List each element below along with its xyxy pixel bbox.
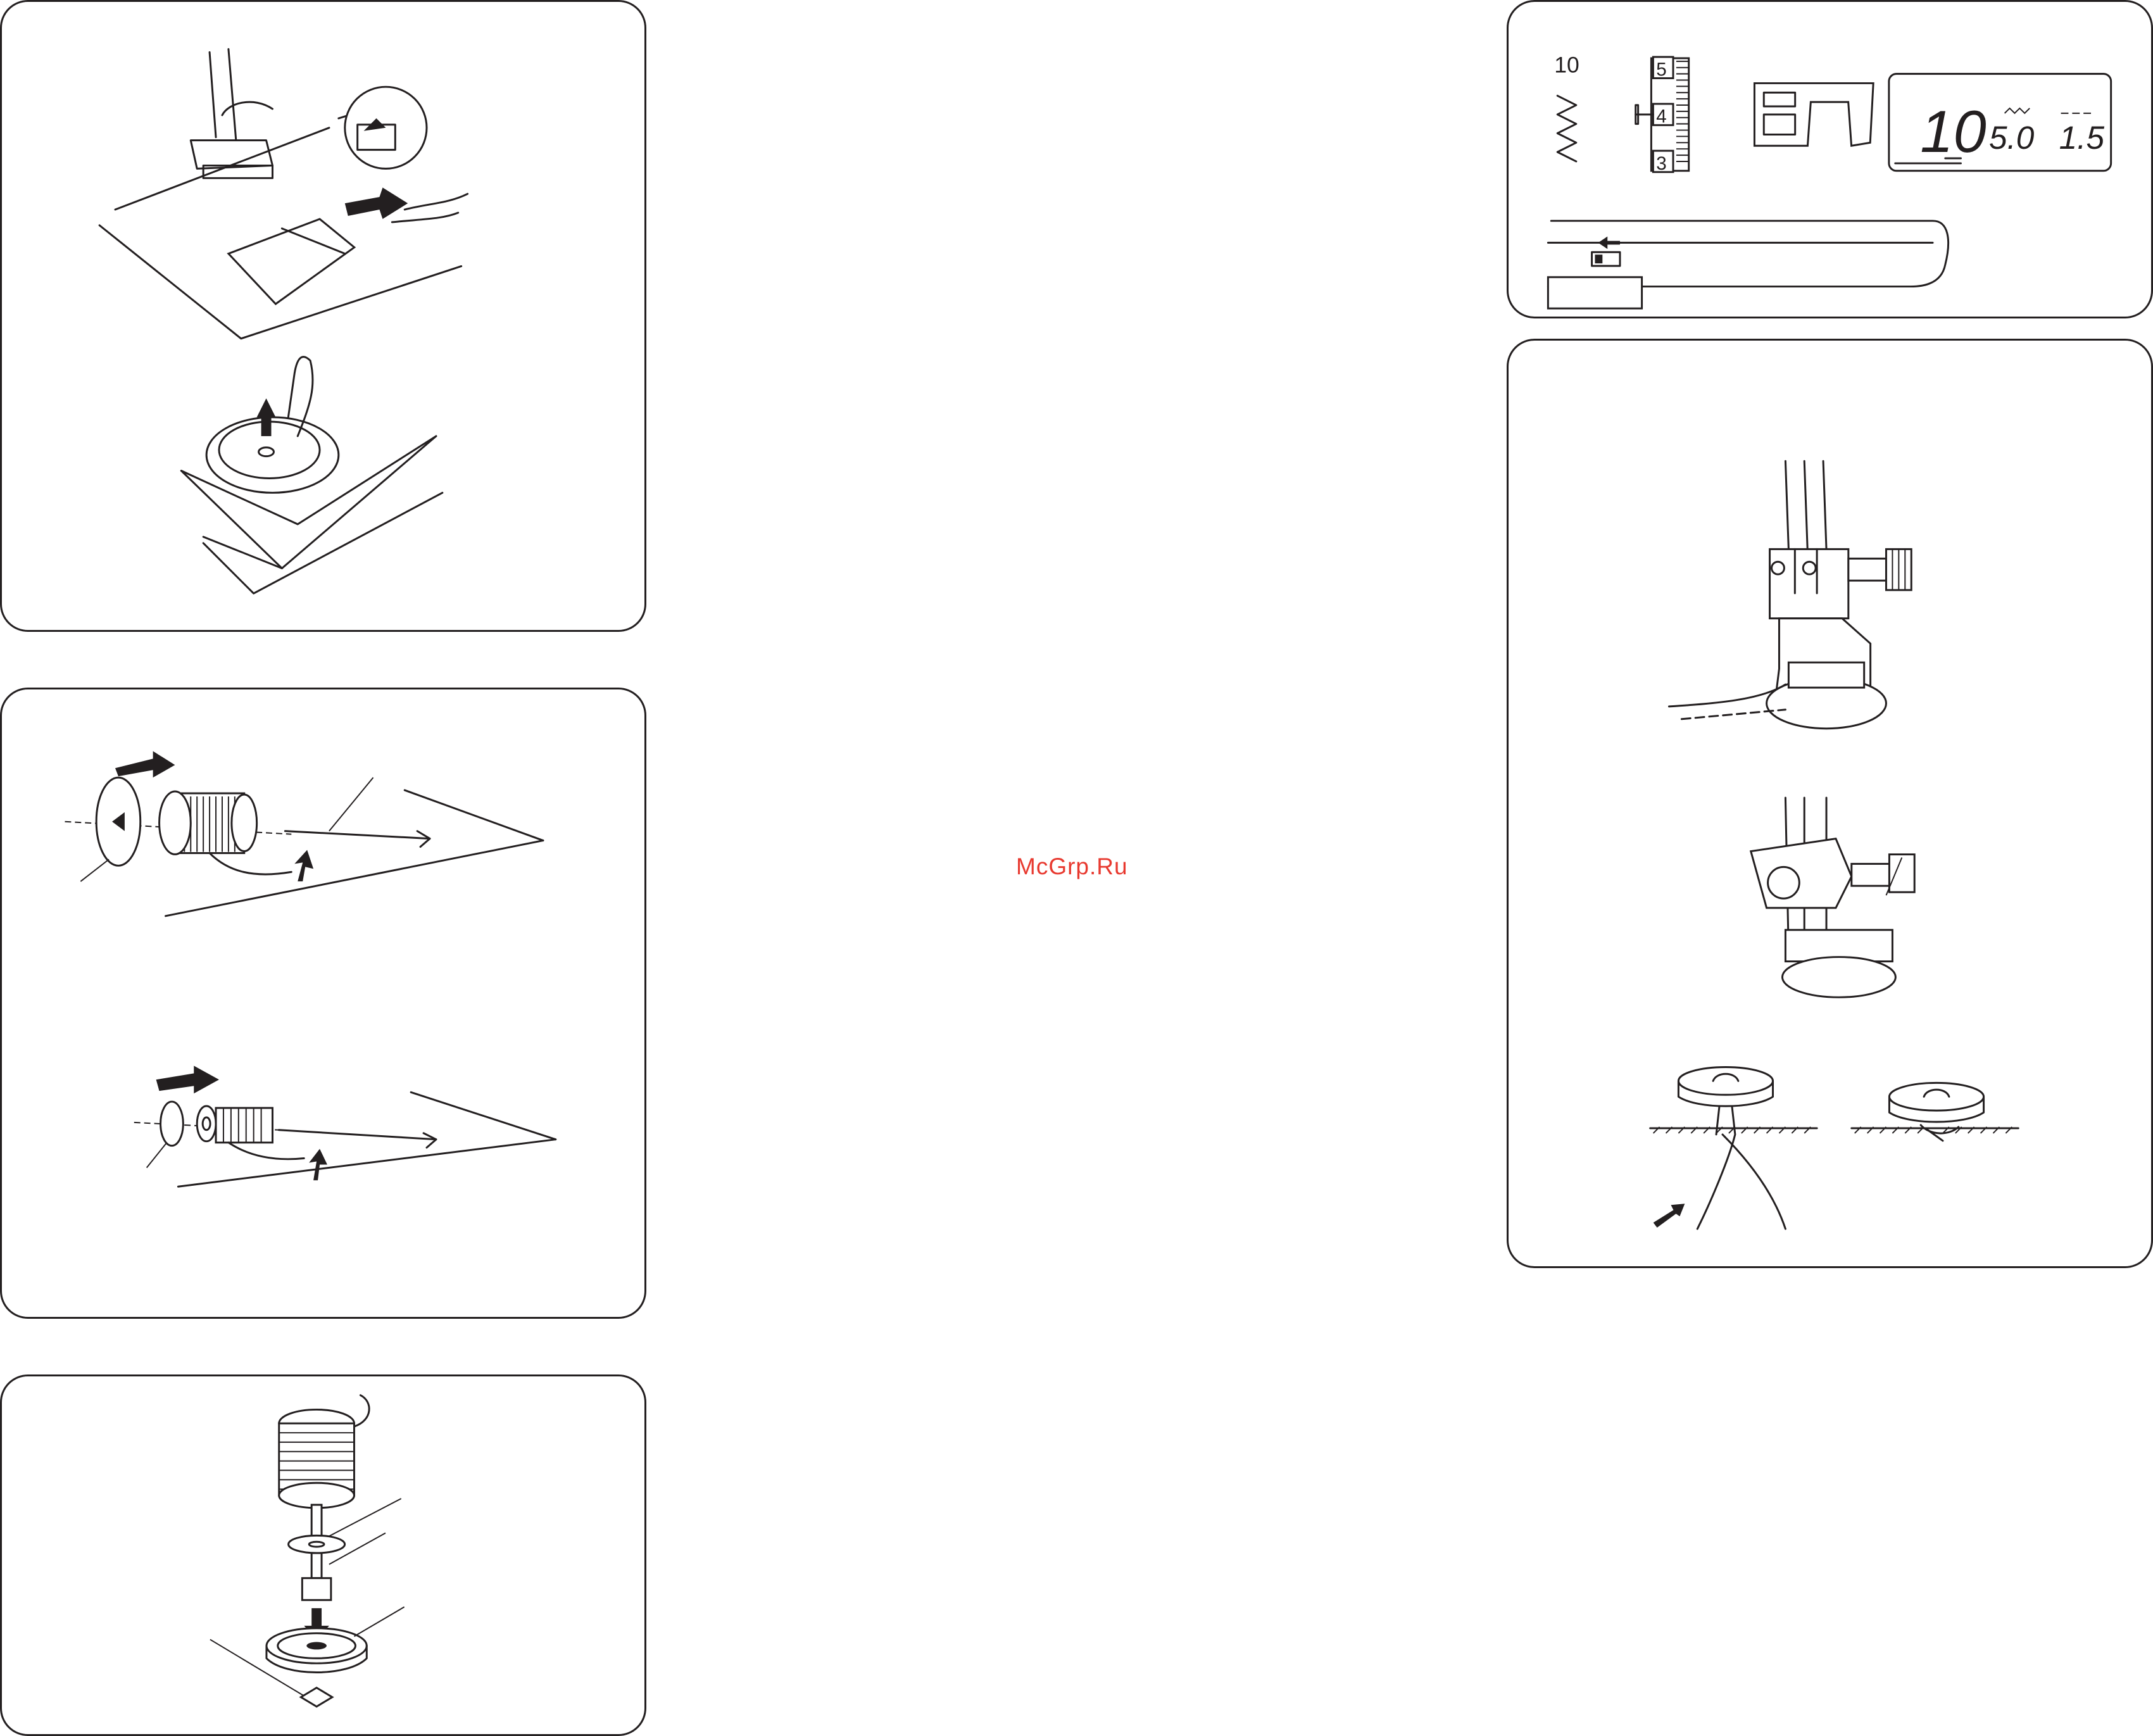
panel-bobbin-removal [0,0,646,632]
lcd-stitch-length: 1.5 [2059,119,2105,156]
zigzag-stitch-icon [1557,96,1576,161]
panel-stitch-settings: 10 5 4 3 10 5.0 1.5 [1507,0,2153,318]
panel-button-sewing [1507,339,2153,1268]
dial-number-5: 5 [1656,60,1666,80]
panel-spool-pin [0,688,646,1319]
button-sewing-illustration [1509,341,2151,1266]
dial-number-4: 4 [1656,106,1666,127]
panel-spool-holder [0,1374,646,1736]
spool-holder-illustration [2,1376,644,1734]
watermark-text: McGrp.Ru [1016,853,1128,880]
dial-number-3: 3 [1656,153,1666,174]
lcd-pattern-number: 10 [1920,98,1986,165]
pattern-number: 10 [1554,53,1579,78]
stitch-settings-illustration: 10 5 4 3 10 5.0 1.5 [1509,2,2151,317]
spool-pin-illustration [2,689,644,1317]
bobbin-removal-illustration [2,2,644,630]
lcd-stitch-width: 5.0 [1989,119,2035,156]
